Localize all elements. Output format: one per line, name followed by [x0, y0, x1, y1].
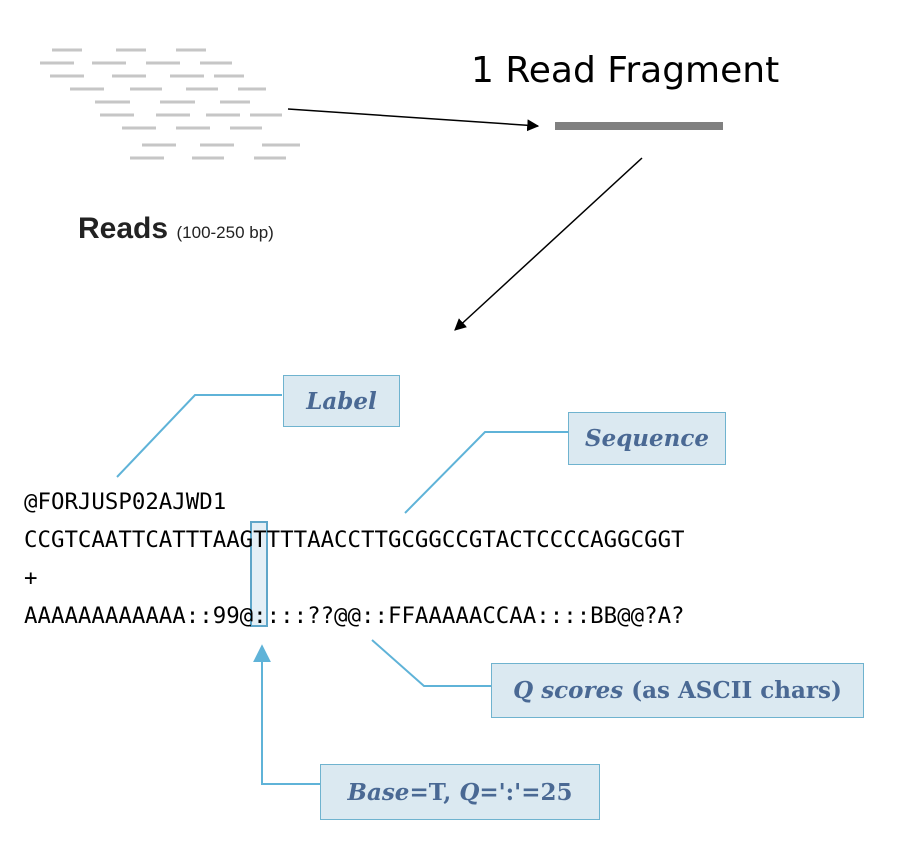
read-fragment-title: 1 Read Fragment [471, 50, 780, 91]
fastq-label-line: @FORJUSP02AJWD1 [24, 489, 227, 515]
arrow-to-record [454, 157, 643, 331]
qscores-callout-prefix: Q scores [513, 677, 632, 704]
fastq-sequence-line: CCGTCAATTCATTTAAGTTTTAACCTTGCGGCCGTACTCC… [24, 527, 685, 553]
fastq-quality-line: AAAAAAAAAAAA::99@::::??@@::FFAAAAACCAA::… [24, 603, 685, 629]
reads-label: Reads (100-250 bp) [78, 212, 274, 246]
base-arrow [253, 644, 322, 785]
sequence-callout-text: Sequence [584, 425, 710, 452]
fastq-separator-line: + [24, 565, 38, 591]
qscores-leader-line [371, 639, 493, 687]
reads-illustration [40, 48, 300, 160]
label-callout: Label [283, 375, 400, 427]
reads-label-range: (100-250 bp) [176, 223, 274, 242]
arrow-to-fragment [287, 108, 540, 132]
q-word: Q [459, 778, 480, 806]
base-value: =T, [409, 778, 460, 806]
label-leader-line [116, 394, 282, 478]
base-word: Base [347, 778, 410, 806]
sequence-leader-line [404, 431, 568, 514]
base-highlight-box [250, 521, 268, 627]
q-value: =':'=25 [479, 778, 573, 806]
qscores-callout-suffix: (as ASCII chars) [631, 677, 842, 704]
base-q-callout: Base=T, Q=':'=25 [320, 764, 600, 820]
label-callout-text: Label [306, 387, 377, 415]
qscores-callout: Q scores (as ASCII chars) [491, 663, 864, 718]
sequence-callout: Sequence [568, 412, 726, 465]
reads-label-main: Reads [78, 212, 169, 245]
